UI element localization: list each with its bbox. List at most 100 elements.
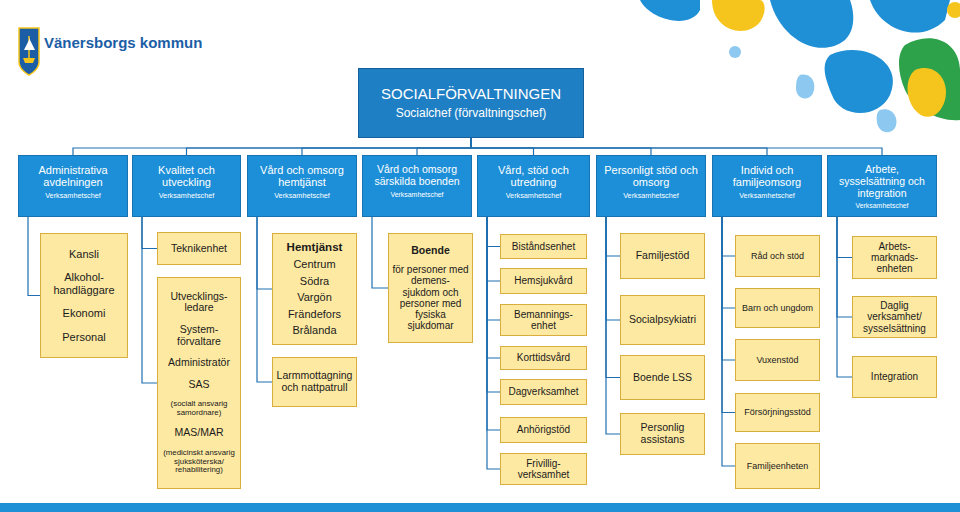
org-connector bbox=[606, 217, 620, 256]
node-text: Verksamhetschef bbox=[506, 192, 562, 200]
node-text: Personal bbox=[62, 331, 105, 343]
unit-box: Utvecklings- ledareSystem- förvaltareAdm… bbox=[157, 277, 241, 489]
unit-box: Barn och ungdom bbox=[735, 288, 820, 328]
org-connector bbox=[487, 217, 500, 392]
org-connector bbox=[257, 217, 272, 289]
organisation-name: Vänersborgs kommun bbox=[44, 34, 202, 51]
unit-box: Dagverksamhet bbox=[500, 379, 587, 405]
division-box: Administrativa avdelningenVerksamhetsche… bbox=[18, 155, 128, 217]
unit-box: KansliAlkohol- handläggareEkonomiPersona… bbox=[40, 233, 128, 358]
org-connector bbox=[487, 217, 500, 320]
node-text: Frivillig- verksamhet bbox=[504, 458, 583, 480]
org-connector bbox=[257, 217, 272, 382]
node-text: SAS bbox=[188, 379, 209, 391]
node-text: Familjeenheten bbox=[747, 461, 809, 471]
org-connector bbox=[417, 138, 471, 155]
node-text: Verksamhetschef bbox=[274, 192, 330, 200]
node-text: MAS/MAR bbox=[174, 427, 223, 439]
unit-box: Boende LSS bbox=[620, 355, 705, 400]
node-text: Administratör bbox=[168, 357, 230, 369]
node-text: Utvecklings- ledare bbox=[161, 291, 237, 315]
node-text: Arbete, sysselsättning och integration bbox=[831, 164, 933, 199]
unit-box: Larmmottagning och nattpatrull bbox=[272, 357, 357, 407]
node-text: Boende LSS bbox=[633, 372, 692, 384]
division-box: Vård, stöd och utredningVerksamhetschef bbox=[477, 155, 590, 217]
org-connector bbox=[722, 217, 735, 466]
division-box: Individ och familjeomsorgVerksamhetschef bbox=[712, 155, 822, 217]
org-connector bbox=[837, 217, 852, 377]
node-text: Verksamhetschef bbox=[739, 192, 795, 200]
unit-box: HemtjänstCentrumSödraVargönFrändeforsBrå… bbox=[272, 233, 357, 345]
org-connector bbox=[606, 217, 620, 320]
org-connector bbox=[73, 138, 471, 155]
org-connector bbox=[722, 217, 735, 360]
node-text: Personligt stöd och omsorg bbox=[600, 164, 702, 189]
node-text: Vargön bbox=[297, 291, 332, 303]
node-text: Alkohol- handläggare bbox=[44, 271, 124, 296]
node-text: för personer med demens- sjukdom och per… bbox=[392, 264, 469, 331]
org-connector bbox=[722, 217, 735, 413]
node-text: Verksamhetschef bbox=[390, 191, 443, 199]
division-box: Arbete, sysselsättning och integrationVe… bbox=[827, 155, 937, 217]
node-text: Centrum bbox=[293, 258, 335, 270]
org-connector bbox=[487, 217, 500, 430]
unit-box: Anhörigstöd bbox=[500, 417, 587, 443]
org-connector bbox=[187, 138, 472, 155]
node-text: Socialpsykiatri bbox=[629, 314, 696, 326]
unit-box: Personlig assistans bbox=[620, 413, 705, 455]
division-box: Personligt stöd och omsorgVerksamhetsche… bbox=[596, 155, 706, 217]
org-connector bbox=[372, 217, 388, 288]
node-text: Verksamhetschef bbox=[623, 192, 679, 200]
unit-box: Familjeenheten bbox=[735, 443, 820, 489]
node-text: Verksamhetschef bbox=[855, 202, 908, 210]
unit-box: Arbets- marknads- enheten bbox=[852, 236, 937, 279]
unit-box: Vuxenstöd bbox=[735, 339, 820, 381]
unit-box: Hemsjukvård bbox=[500, 268, 587, 294]
node-text: Råd och stöd bbox=[751, 251, 804, 261]
unit-box: Familjestöd bbox=[620, 233, 705, 279]
node-text: Anhörigstöd bbox=[517, 424, 570, 435]
org-connector bbox=[722, 217, 735, 308]
division-box: Vård och omsorg särskilda boendenVerksam… bbox=[362, 155, 472, 217]
node-text: Verksamhetschef bbox=[45, 192, 101, 200]
node-text: Brålanda bbox=[292, 324, 336, 336]
node-text: Dagverksamhet bbox=[508, 386, 578, 397]
unit-box: Frivillig- verksamhet bbox=[500, 453, 587, 485]
org-connector bbox=[722, 217, 735, 256]
node-text: Korttidsvård bbox=[517, 352, 570, 363]
node-text: Försörjningsstöd bbox=[744, 407, 811, 417]
node-text: Frändefors bbox=[288, 308, 341, 320]
node-text: (medicinskt ansvarig sjuksköterska/ reha… bbox=[161, 449, 237, 475]
node-text: Biståndsenhet bbox=[512, 241, 575, 252]
org-connector bbox=[142, 217, 157, 383]
org-connector bbox=[487, 217, 500, 358]
node-text: Vård och omsorg hemtjänst bbox=[251, 164, 353, 189]
node-text: Larmmottagning och nattpatrull bbox=[276, 370, 353, 394]
org-connector bbox=[606, 217, 620, 434]
org-connector bbox=[28, 217, 40, 296]
org-connector bbox=[471, 138, 882, 155]
node-text: (socialt ansvarig samordnare) bbox=[161, 400, 237, 418]
node-text: Kansli bbox=[69, 248, 99, 260]
node-text: Ekonomi bbox=[63, 307, 106, 319]
node-text: Individ och familjeomsorg bbox=[716, 164, 818, 189]
node-text: Vuxenstöd bbox=[756, 355, 798, 365]
unit-box: Korttidsvård bbox=[500, 346, 587, 370]
unit-box: Teknikenhet bbox=[157, 232, 241, 265]
unit-box: Socialpsykiatri bbox=[620, 295, 705, 345]
org-connector bbox=[606, 217, 620, 378]
org-connector bbox=[487, 217, 500, 281]
unit-box: Biståndsenhet bbox=[500, 234, 587, 259]
node-text: Teknikenhet bbox=[171, 243, 227, 255]
node-text: Hemsjukvård bbox=[514, 275, 572, 286]
division-box: Vård och omsorg hemtjänstVerksamhetschef bbox=[247, 155, 357, 217]
bottom-bar bbox=[0, 503, 960, 512]
org-connector bbox=[837, 217, 852, 317]
node-text: SOCIALFÖRVALTNINGEN bbox=[381, 86, 561, 103]
unit-box: Försörjningsstöd bbox=[735, 393, 820, 432]
node-text: Barn och ungdom bbox=[742, 303, 813, 313]
unit-box: Integration bbox=[852, 356, 937, 398]
unit-box: Daglig verksamhet/ sysselsättning bbox=[852, 296, 937, 338]
node-text: System- förvaltare bbox=[161, 324, 237, 348]
